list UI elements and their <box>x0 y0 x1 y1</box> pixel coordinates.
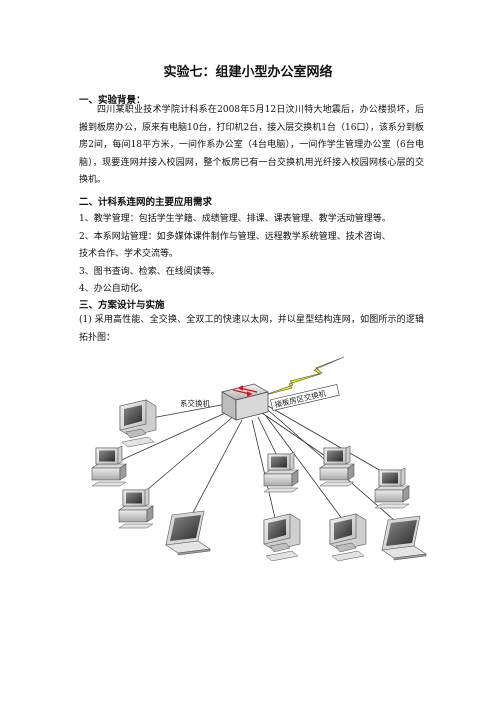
requirement-item: 技术合作、学术交流等。 <box>79 249 179 259</box>
host-crt-3 <box>329 513 367 562</box>
section-heading-background: 一、实验背景： <box>79 95 146 106</box>
host-pc-2 <box>118 487 154 529</box>
fiber-uplink-lightning <box>261 356 345 397</box>
host-crt-2 <box>263 513 301 562</box>
requirement-item: 1、教学管理：包括学生学籍、成绩管理、排课、课表管理、教学活动管理等。 <box>79 214 391 224</box>
uplink-label-box: 接板房区交换机 <box>270 384 340 411</box>
host-pc-3 <box>263 451 299 493</box>
requirement-item: 3、图书查询、检索、在线阅读等。 <box>79 267 220 277</box>
design-paragraph: (1) 采用高性能、全交换、全双工的快速以太网，并以星型结构连网，如图所示的逻辑… <box>79 315 424 343</box>
connection-lines <box>116 402 403 528</box>
page-title: 实验七：组建小型办公室网络 <box>163 65 333 80</box>
switch-label: 系交换机 <box>180 398 210 408</box>
host-crt-1 <box>119 399 157 448</box>
laptop-2 <box>381 515 427 561</box>
section-heading-requirements: 二、计科系连网的主要应用需求 <box>79 197 213 208</box>
background-paragraph: 四川某职业技术学院计科系在2008年5月12日汶川特大地震后，办公楼损坏，后搬到… <box>79 105 424 185</box>
requirement-item: 4、办公自动化。 <box>79 284 148 294</box>
host-pc-4 <box>319 445 355 487</box>
requirement-item: 2、本系网站管理：如多媒体课件制作与管理、远程教学系统管理、技术咨询、 <box>79 232 391 242</box>
host-pc-1 <box>91 445 127 487</box>
department-switch <box>221 383 269 421</box>
section-heading-design: 三、方案设计与实施 <box>79 300 165 311</box>
host-pc-5 <box>374 467 410 509</box>
laptop-1 <box>165 510 211 556</box>
